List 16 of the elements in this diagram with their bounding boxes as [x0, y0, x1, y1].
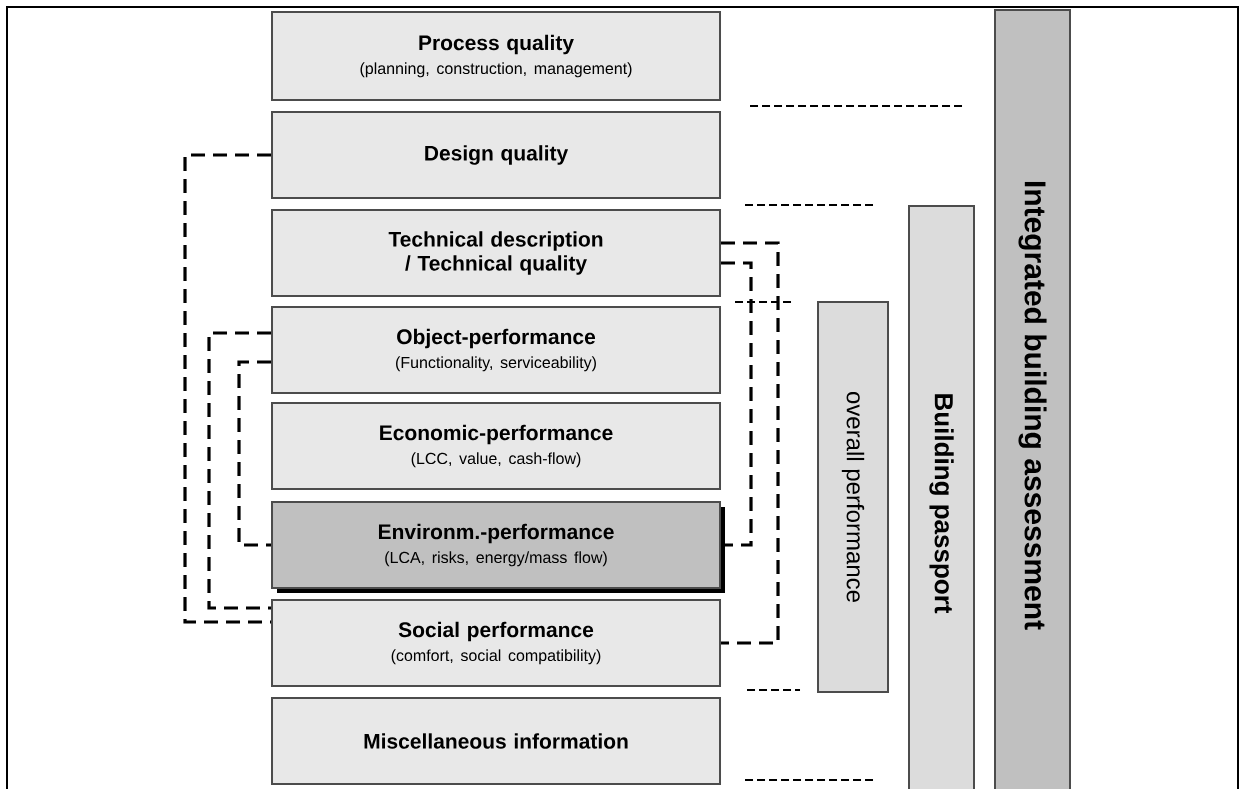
connector-line: [207, 331, 271, 610]
process-box: Process quality (planning, construction, management): [271, 11, 721, 101]
connector-line: [721, 241, 780, 645]
connector-line: [237, 360, 271, 547]
process-box: Environm.-performance (LCA, risks, energy/mass flow): [271, 501, 721, 589]
process-box: Miscellaneous information: [271, 697, 721, 785]
process-box: Design quality: [271, 111, 721, 199]
side-bar: Integrated building assessment: [994, 9, 1071, 789]
process-box: Technical description / Technical quality: [271, 209, 721, 297]
process-box: Social performance (comfort, social compatibility): [271, 599, 721, 687]
process-box: Economic-performance (LCC, value, cash-flow): [271, 402, 721, 490]
process-box: Object-performance (Functionality, serviceability): [271, 306, 721, 394]
side-bar: Building passport: [908, 205, 975, 789]
side-bar: overall performance: [817, 301, 889, 693]
connector-line: [721, 261, 753, 547]
connector-line: [183, 153, 271, 624]
